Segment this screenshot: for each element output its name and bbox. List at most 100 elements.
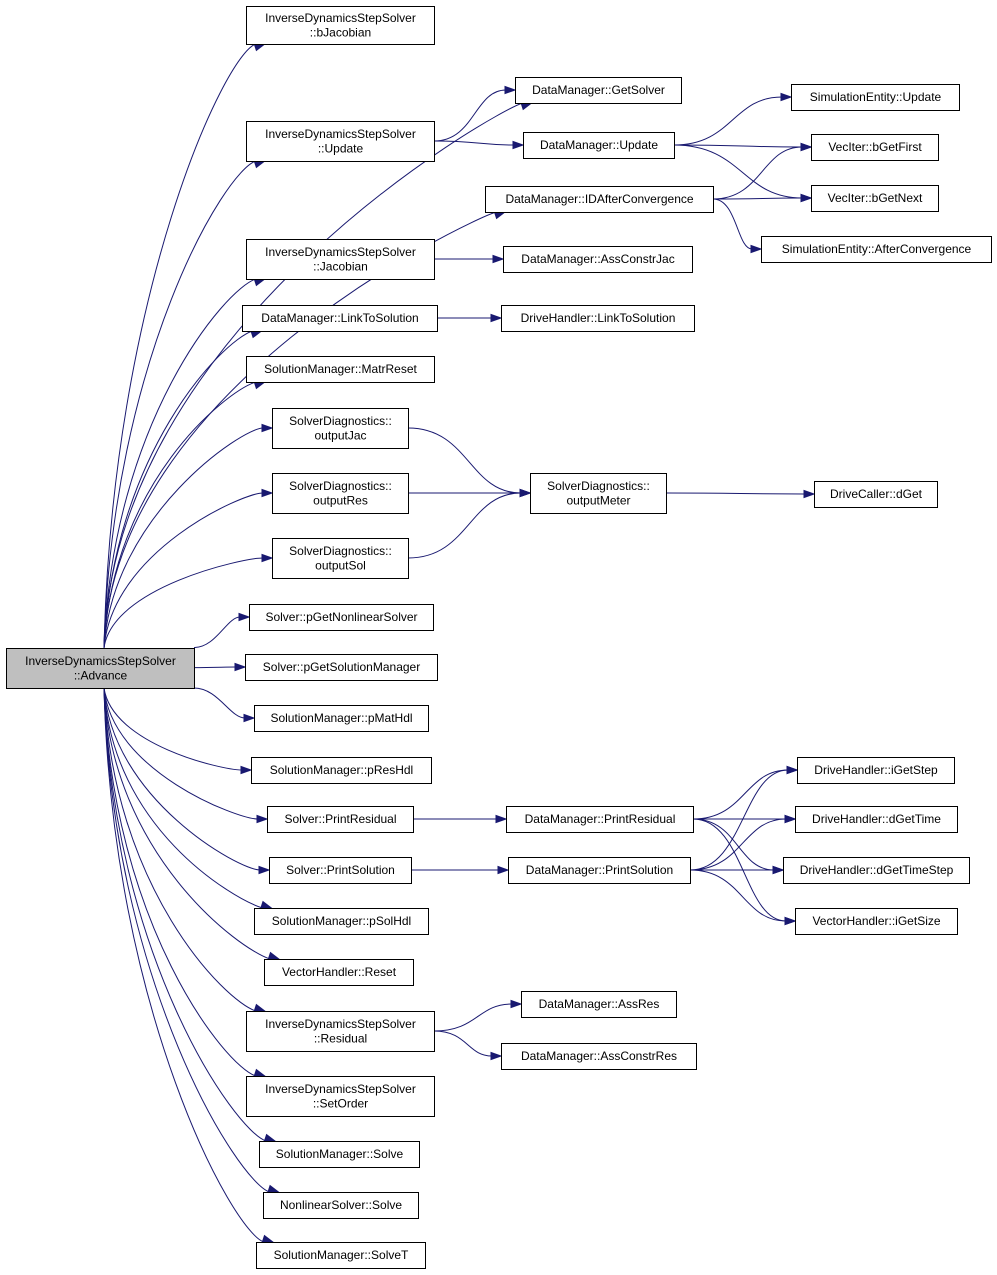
node-box [508, 857, 691, 884]
node-box [256, 1242, 426, 1269]
node-ids-update[interactable]: InverseDynamicsStepSolver::Update [246, 121, 435, 162]
node-label-line: ::bJacobian [310, 25, 371, 39]
arrowhead [490, 313, 503, 323]
edge-advance-to-bjacobian [103, 43, 256, 649]
edge-advance-to-dm-linktosolution [103, 330, 253, 649]
node-sd-outputsol[interactable]: SolverDiagnostics::outputSol [272, 538, 409, 579]
arrowhead [803, 489, 816, 499]
arrowhead [261, 553, 274, 563]
node-label-line: outputSol [315, 558, 366, 572]
node-se-update[interactable]: SimulationEntity::Update [791, 84, 960, 111]
node-ids-residual[interactable]: InverseDynamicsStepSolver::Residual [246, 1011, 435, 1052]
node-advance[interactable]: InverseDynamicsStepSolver::Advance [6, 648, 195, 689]
node-sd-outputmeter[interactable]: SolverDiagnostics::outputMeter [530, 473, 667, 514]
node-dh-igetstep[interactable]: DriveHandler::iGetStep [797, 757, 955, 784]
node-ids-jacobian[interactable]: InverseDynamicsStepSolver::Jacobian [246, 239, 435, 280]
node-label-line: DataManager::GetSolver [532, 83, 665, 97]
node-sm-solvet[interactable]: SolutionManager::SolveT [256, 1242, 426, 1269]
node-label-line: VecIter::bGetFirst [828, 140, 922, 154]
node-sm-solve[interactable]: SolutionManager::Solve [259, 1141, 420, 1168]
node-s-pgetsolman[interactable]: Solver::pGetSolutionManager [245, 654, 438, 681]
node-label-line: DriveHandler::iGetStep [814, 763, 938, 777]
node-box [249, 604, 434, 631]
node-label-line: ::Advance [74, 668, 128, 682]
node-dh-linktosolution[interactable]: DriveHandler::LinkToSolution [501, 305, 695, 332]
node-label-line: outputMeter [566, 493, 630, 507]
arrowhead [800, 193, 813, 203]
node-label-line: SolverDiagnostics:: [289, 544, 392, 558]
node-s-printsolution[interactable]: Solver::PrintSolution [269, 857, 412, 884]
node-dm-assconstrjac[interactable]: DataManager::AssConstrJac [503, 246, 693, 273]
node-box [246, 1011, 435, 1052]
edge-dm-printsolution-to-vh-igetsize [689, 869, 787, 922]
node-dm-assres[interactable]: DataManager::AssRes [521, 991, 677, 1018]
edge-ids-residual-to-dm-assres [433, 1003, 513, 1032]
arrowhead [495, 814, 508, 824]
node-box [251, 757, 432, 784]
node-dm-printsolution[interactable]: DataManager::PrintSolution [508, 857, 691, 884]
node-label-line: Solver::pGetNonlinearSolver [265, 610, 417, 624]
edge-advance-to-sm-matrreset [103, 381, 256, 649]
node-vh-reset[interactable]: VectorHandler::Reset [264, 959, 414, 986]
arrowhead [256, 814, 269, 824]
node-dm-update[interactable]: DataManager::Update [523, 132, 675, 159]
arrowhead [512, 140, 525, 150]
node-label-line: InverseDynamicsStepSolver [265, 1082, 416, 1096]
node-dh-dgettime[interactable]: DriveHandler::dGetTime [795, 806, 958, 833]
node-box [814, 481, 938, 508]
node-box [795, 908, 958, 935]
edge-advance-to-sd-outputres [103, 492, 264, 649]
edge-advance-to-s-pgetnonlinear [193, 616, 241, 649]
node-box [246, 6, 435, 45]
node-vi-bgetnext[interactable]: VecIter::bGetNext [811, 185, 939, 212]
node-sm-pmathdl[interactable]: SolutionManager::pMatHdl [254, 705, 429, 732]
node-dc-dget[interactable]: DriveCaller::dGet [814, 481, 938, 508]
node-sm-preshdl[interactable]: SolutionManager::pResHdl [251, 757, 432, 784]
node-ns-solve[interactable]: NonlinearSolver::Solve [263, 1192, 419, 1219]
node-label-line: VecIter::bGetNext [828, 191, 923, 205]
arrowhead [490, 1051, 503, 1061]
arrowhead [504, 85, 517, 95]
node-label-line: ::Residual [314, 1031, 367, 1045]
node-label-line: DataManager::AssRes [539, 997, 660, 1011]
node-label-line: InverseDynamicsStepSolver [265, 11, 416, 25]
node-s-printresidual[interactable]: Solver::PrintResidual [267, 806, 414, 833]
arrowhead [267, 1184, 280, 1193]
node-dm-linktosolution[interactable]: DataManager::LinkToSolution [242, 305, 438, 332]
node-box [485, 186, 714, 213]
node-dm-getsolver[interactable]: DataManager::GetSolver [515, 77, 682, 104]
arrowhead [784, 814, 797, 824]
node-dm-printresidual[interactable]: DataManager::PrintResidual [506, 806, 694, 833]
node-label-line: ::SetOrder [313, 1096, 368, 1110]
node-vi-bgetfirst[interactable]: VecIter::bGetFirst [811, 134, 939, 161]
edge-dm-printresidual-to-dh-igetstep [692, 769, 789, 820]
node-sd-outputres[interactable]: SolverDiagnostics::outputRes [272, 473, 409, 514]
node-box [259, 1141, 420, 1168]
node-dm-idafterconv[interactable]: DataManager::IDAfterConvergence [485, 186, 714, 213]
node-box [264, 959, 414, 986]
arrowhead [786, 765, 799, 775]
node-box [523, 132, 675, 159]
node-dh-dgettimestep[interactable]: DriveHandler::dGetTimeStep [783, 857, 970, 884]
node-box [269, 857, 412, 884]
arrowhead [263, 1133, 277, 1142]
node-vh-igetsize[interactable]: VectorHandler::iGetSize [795, 908, 958, 935]
node-box [263, 1192, 419, 1219]
node-sd-outputjac[interactable]: SolverDiagnostics::outputJac [272, 408, 409, 449]
node-dm-assconstrres[interactable]: DataManager::AssConstrRes [501, 1043, 697, 1070]
node-label-line: outputJac [314, 428, 366, 442]
node-s-pgetnonlinear[interactable]: Solver::pGetNonlinearSolver [249, 604, 434, 631]
node-sm-psolhdl[interactable]: SolutionManager::pSolHdl [254, 908, 429, 935]
edge-advance-to-s-printsolution [103, 687, 261, 871]
node-ids-setorder[interactable]: InverseDynamicsStepSolver::SetOrder [246, 1076, 435, 1117]
node-box [501, 305, 695, 332]
node-box [811, 134, 939, 161]
arrowhead [253, 1003, 267, 1012]
node-se-afterconv[interactable]: SimulationEntity::AfterConvergence [761, 236, 992, 263]
node-box [521, 991, 677, 1018]
node-label-line: SolutionManager::SolveT [274, 1248, 409, 1262]
arrowhead [261, 423, 274, 433]
node-sm-matrreset[interactable]: SolutionManager::MatrReset [246, 356, 435, 383]
node-bjacobian[interactable]: InverseDynamicsStepSolver::bJacobian [246, 6, 435, 45]
